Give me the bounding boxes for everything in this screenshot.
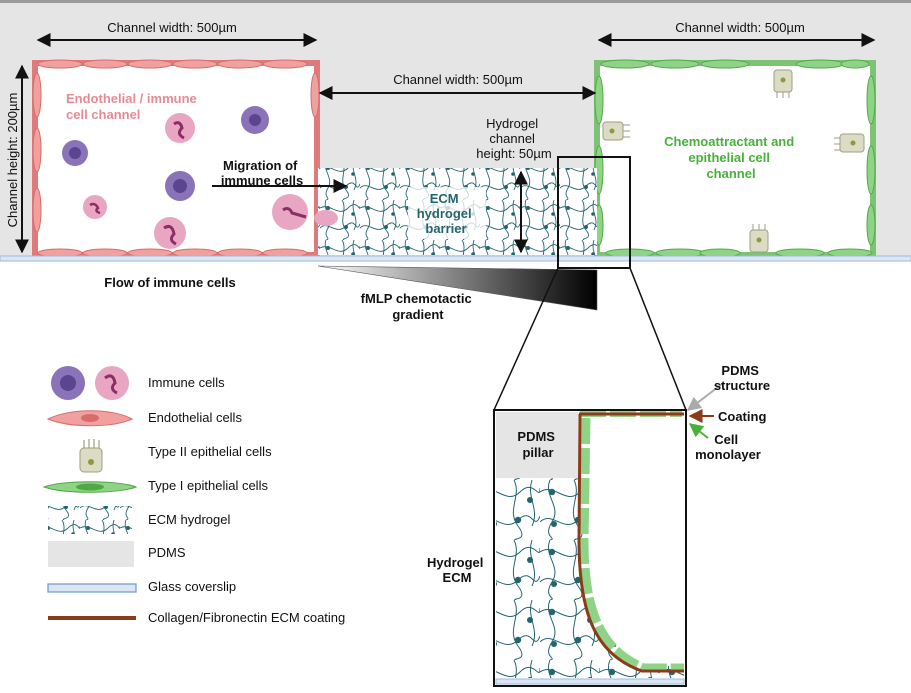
ecm-barrier-label: ECM hydrogel barrier (417, 191, 476, 236)
legend-label-immune: Immune cells (148, 375, 225, 390)
endothelial-cell-icon (46, 410, 134, 427)
channel-width-right: Channel width: 500µm (675, 20, 805, 35)
coating-label: Coating (718, 409, 766, 424)
channel-height-label: Channel height: 200µm (5, 93, 20, 228)
epithelial-channel (594, 59, 876, 258)
gradient-wedge (317, 265, 598, 311)
legend-label-coating: Collagen/Fibronectin ECM coating (148, 610, 346, 625)
hydrogel-ecm-label: Hydrogel ECM (427, 555, 487, 585)
zoom-box (557, 156, 631, 269)
type2-epithelial-cell-icon (79, 439, 103, 473)
legend-label-glass: Glass coverslip (148, 579, 237, 594)
legend-label-endothelial: Endothelial cells (148, 410, 242, 425)
legend-icons (42, 366, 138, 620)
immune-cells-icon (51, 366, 129, 400)
type1-epithelial-cell-icon (42, 481, 138, 493)
channel-width-middle: Channel width: 500µm (393, 72, 523, 87)
migration-label: Migration of immune cells (221, 158, 303, 188)
immune-cells (62, 106, 338, 249)
pdms-pillar-label: PDMS pillar (517, 429, 558, 460)
legend-label-ecm: ECM hydrogel (148, 512, 231, 527)
gradient-label: fMLP chemotactic gradient (361, 291, 476, 322)
ecm-hydrogel-icon (48, 506, 132, 534)
glass-coverslip (0, 255, 911, 262)
pdms-structure-label: PDMS structure (714, 363, 770, 393)
legend-label-type1: Type I epithelial cells (148, 478, 268, 493)
glass-coverslip-icon (47, 583, 137, 593)
endothelial-channel-label: Endothelial / immune cell channel (66, 91, 200, 122)
endothelial-channel (32, 59, 320, 258)
hydrogel-height-label: Hydrogel channel height: 50µm (476, 116, 551, 161)
epithelial-channel-label: Chemoattractant and epithelial cell chan… (664, 134, 798, 181)
pdms-icon (48, 541, 134, 567)
ecm-coating-icon (48, 616, 136, 620)
flow-label: Flow of immune cells (104, 275, 235, 290)
legend-label-pdms: PDMS (148, 545, 186, 560)
legend-label-type2: Type II epithelial cells (148, 444, 272, 459)
zoom-inset (493, 409, 687, 687)
cell-monolayer-label: Cell monolayer (695, 432, 761, 462)
channel-width-left: Channel width: 500µm (107, 20, 237, 35)
